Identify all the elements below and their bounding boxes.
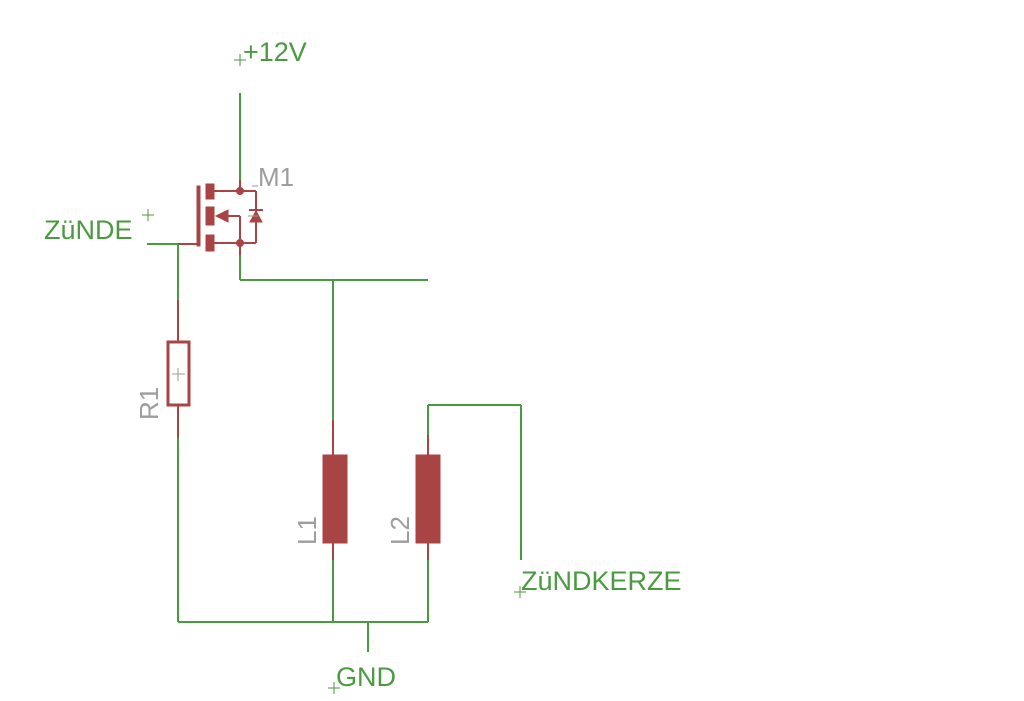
l2-body — [415, 454, 441, 544]
resistor-r1[interactable]: R1 — [134, 300, 191, 438]
m1-name-label: M1 — [258, 162, 294, 192]
m1-drain-node — [236, 187, 244, 195]
mosfet-m1[interactable]: M1 — [178, 162, 294, 255]
m1-gate-bar — [196, 185, 201, 247]
m1-channel-source — [205, 234, 215, 252]
net-zuende[interactable]: ZüNDE — [44, 209, 179, 300]
m1-arrow-icon — [214, 209, 229, 223]
supply-gnd-label: GND — [336, 662, 396, 692]
l2-name-label: L2 — [385, 516, 415, 545]
l1-body — [322, 454, 348, 544]
net-source[interactable] — [239, 255, 428, 420]
net-label-zuendkerze: ZüNDKERZE — [521, 566, 682, 596]
net-zuendkerze[interactable]: ZüNDKERZE — [427, 404, 682, 598]
m1-channel-mid — [205, 206, 215, 226]
supply-12v[interactable]: +12V — [234, 37, 307, 180]
inductor-l1[interactable]: L1 — [292, 420, 348, 560]
l1-name-label: L1 — [292, 516, 322, 545]
net-gnd[interactable]: GND — [177, 438, 429, 694]
net-label-zuende: ZüNDE — [44, 215, 133, 245]
m1-channel-drain — [205, 183, 215, 200]
supply-12v-label: +12V — [243, 37, 307, 67]
r1-name-label: R1 — [134, 387, 164, 420]
inductor-l2[interactable]: L2 — [385, 435, 441, 560]
